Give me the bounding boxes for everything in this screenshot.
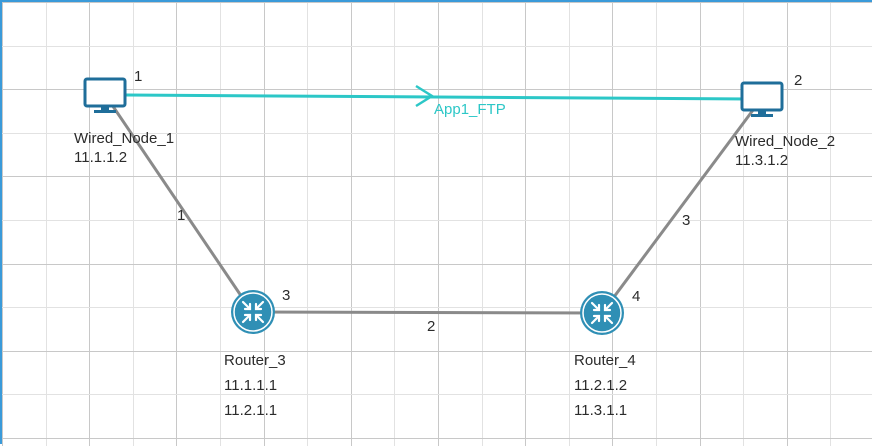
router-3-label: Router_3 11.1.1.1 11.2.1.1 <box>224 348 286 423</box>
router-4-label: Router_4 11.2.1.2 11.3.1.1 <box>574 348 636 423</box>
router-3-icon[interactable] <box>231 290 275 334</box>
node-name: Router_4 <box>574 352 636 369</box>
node-id-1: 1 <box>134 68 143 85</box>
wired-node-2-icon[interactable] <box>740 81 784 117</box>
application-flow-line[interactable] <box>121 93 751 101</box>
router-4-icon[interactable] <box>580 291 624 335</box>
link-1[interactable] <box>104 95 254 313</box>
node-ip: 11.1.1.1 <box>224 377 278 394</box>
node-name: Router_3 <box>224 352 286 369</box>
link-id-3: 3 <box>682 212 691 229</box>
wired-node-1-label: Wired_Node_1 11.1.1.2 <box>74 129 174 167</box>
node-id-4: 4 <box>632 288 641 305</box>
node-ip: 11.2.1.1 <box>224 402 278 419</box>
application-label: App1_FTP <box>434 101 506 118</box>
node-ip: 11.1.1.2 <box>74 149 128 166</box>
node-ip: 11.2.1.2 <box>574 377 628 394</box>
node-id-2: 2 <box>794 72 803 89</box>
wired-node-2-label: Wired_Node_2 11.3.1.2 <box>735 132 835 170</box>
node-name: Wired_Node_2 <box>735 133 836 150</box>
application-arrow-icon <box>415 84 435 108</box>
link-id-2: 2 <box>427 318 436 335</box>
node-ip: 11.3.1.1 <box>574 402 628 419</box>
link-id-1: 1 <box>177 207 186 224</box>
link-2[interactable] <box>251 310 603 315</box>
node-ip: 11.3.1.2 <box>735 152 789 169</box>
node-name: Wired_Node_1 <box>74 130 175 147</box>
node-id-3: 3 <box>282 287 291 304</box>
link-3[interactable] <box>600 97 764 314</box>
wired-node-1-icon[interactable] <box>83 77 127 113</box>
